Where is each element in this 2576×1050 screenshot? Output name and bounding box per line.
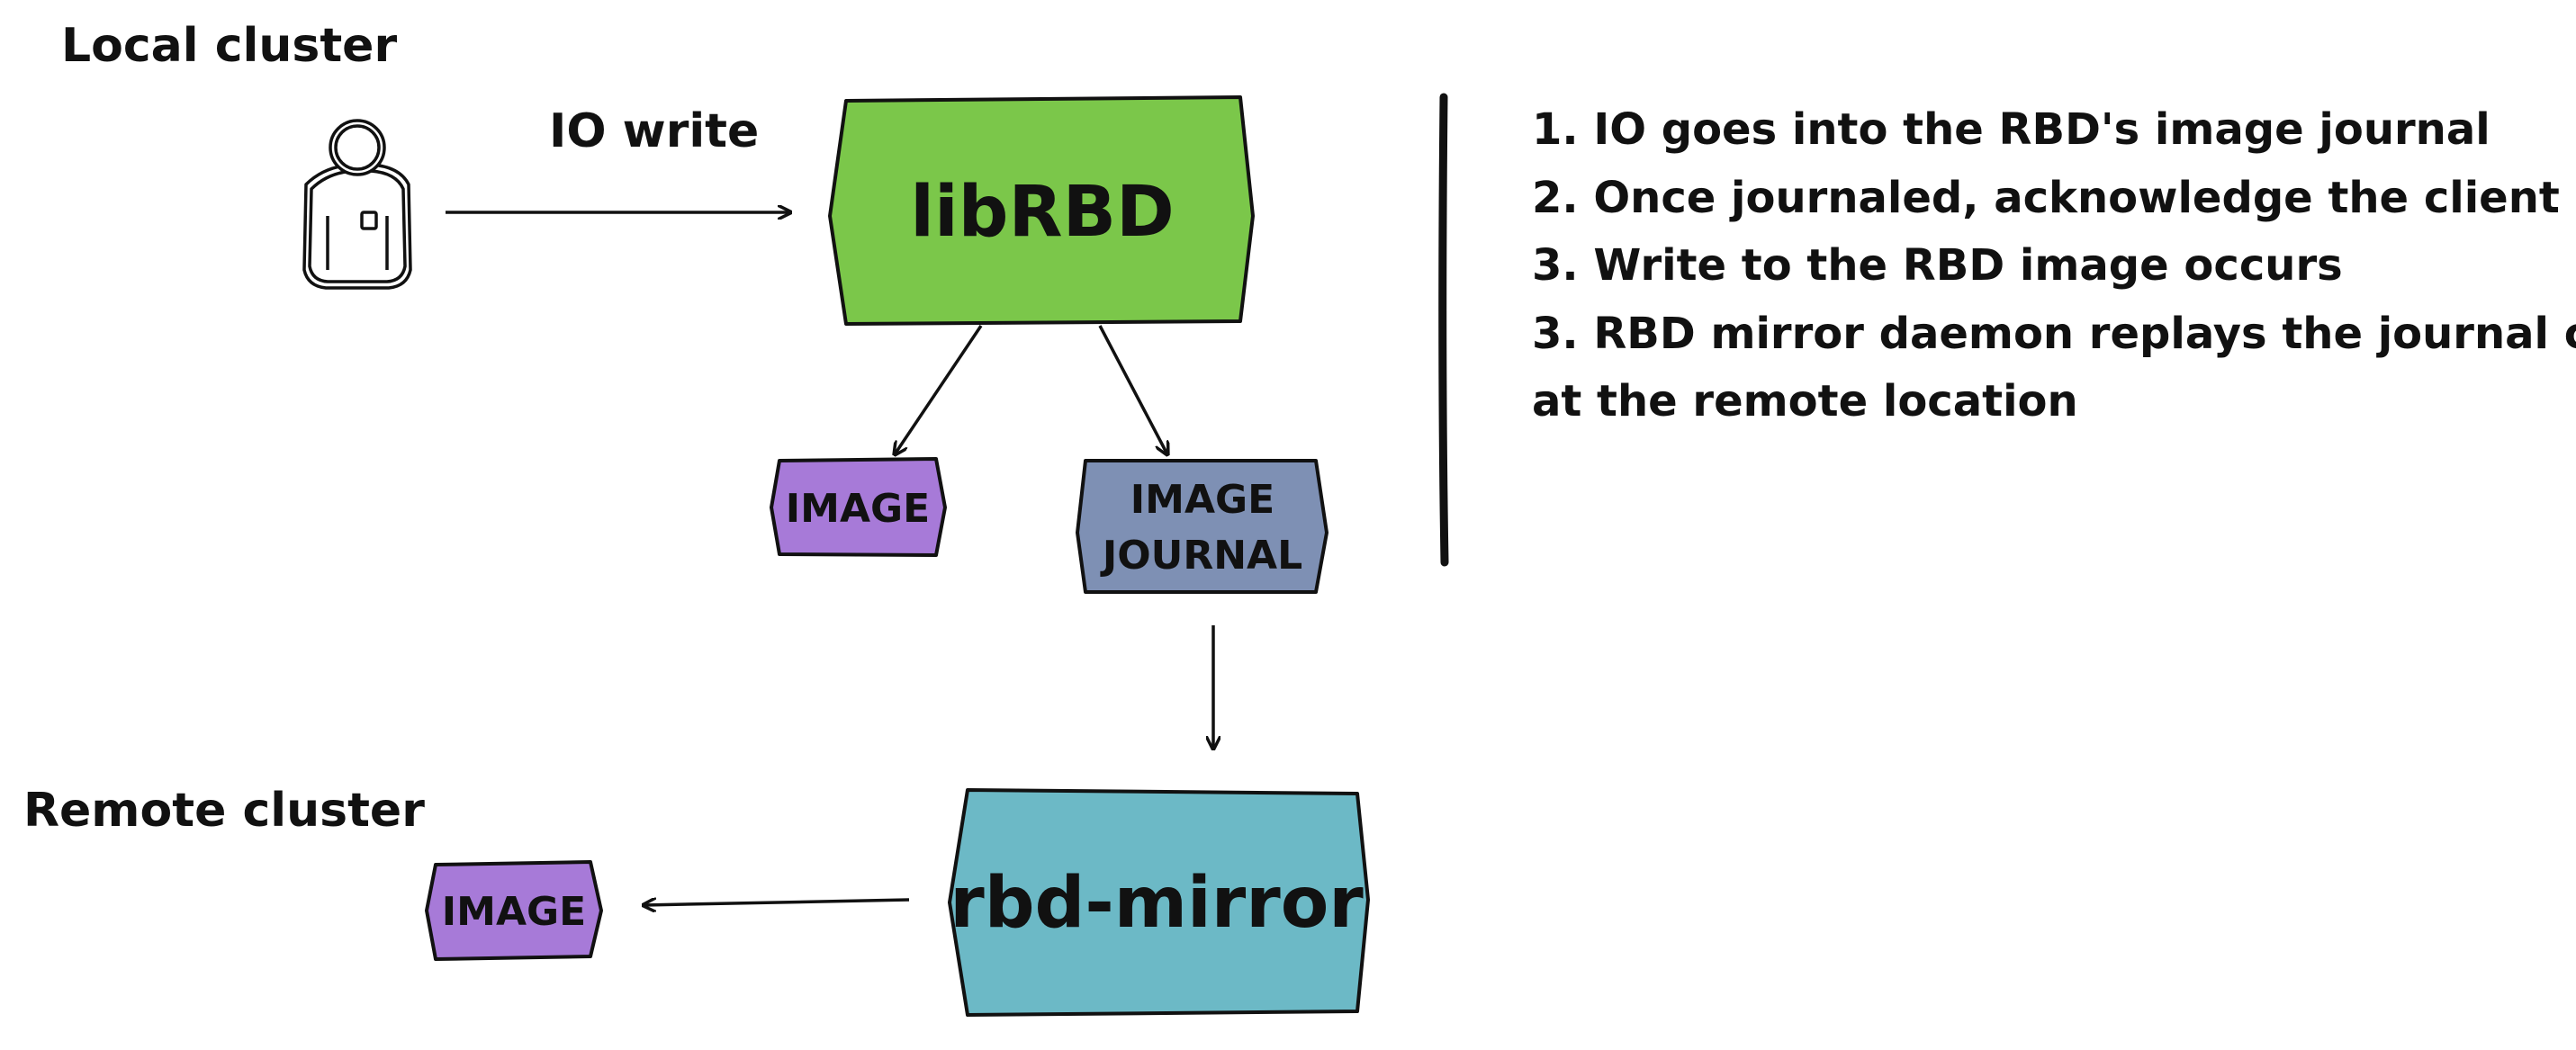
- local-cluster-label: Local cluster: [61, 19, 397, 73]
- librbd-node: libRBD: [828, 95, 1255, 326]
- image-remote-node: IMAGE: [425, 860, 603, 961]
- step-1: 1. IO goes into the RBD's image journal: [1532, 104, 2490, 155]
- io-write-label: IO write: [549, 104, 759, 158]
- remote-cluster-label: Remote cluster: [23, 784, 425, 838]
- image-journal-label-line2: JOURNAL: [1100, 533, 1302, 579]
- mirror-to-remote-image-arrow: [644, 900, 910, 905]
- step-2: 2. Once journaled, acknowledge the clien…: [1532, 173, 2560, 223]
- step-3: 3. Write to the RBD image occurs: [1532, 240, 2343, 291]
- step-4: 3. RBD mirror daemon replays the journal…: [1532, 309, 2576, 359]
- librbd-label: libRBD: [910, 172, 1175, 253]
- image-local-label: IMAGE: [786, 486, 930, 532]
- image-journal-label-line1: IMAGE: [1130, 477, 1274, 523]
- image-remote-label: IMAGE: [442, 889, 586, 935]
- librbd-to-journal-arrow: [1098, 325, 1167, 454]
- rbd-mirror-node: rbd-mirror: [948, 788, 1370, 1017]
- step-4-continued: at the remote location: [1532, 376, 2078, 426]
- librbd-to-image-arrow: [895, 325, 983, 454]
- rbd-mirror-label: rbd-mirror: [950, 863, 1364, 944]
- image-local-node: IMAGE: [770, 457, 947, 557]
- person-icon: [302, 119, 412, 290]
- image-journal-node: IMAGE JOURNAL: [1076, 459, 1329, 594]
- divider-line: [1438, 93, 1449, 567]
- steps-list: 1. IO goes into the RBD's image journal …: [1532, 104, 2576, 426]
